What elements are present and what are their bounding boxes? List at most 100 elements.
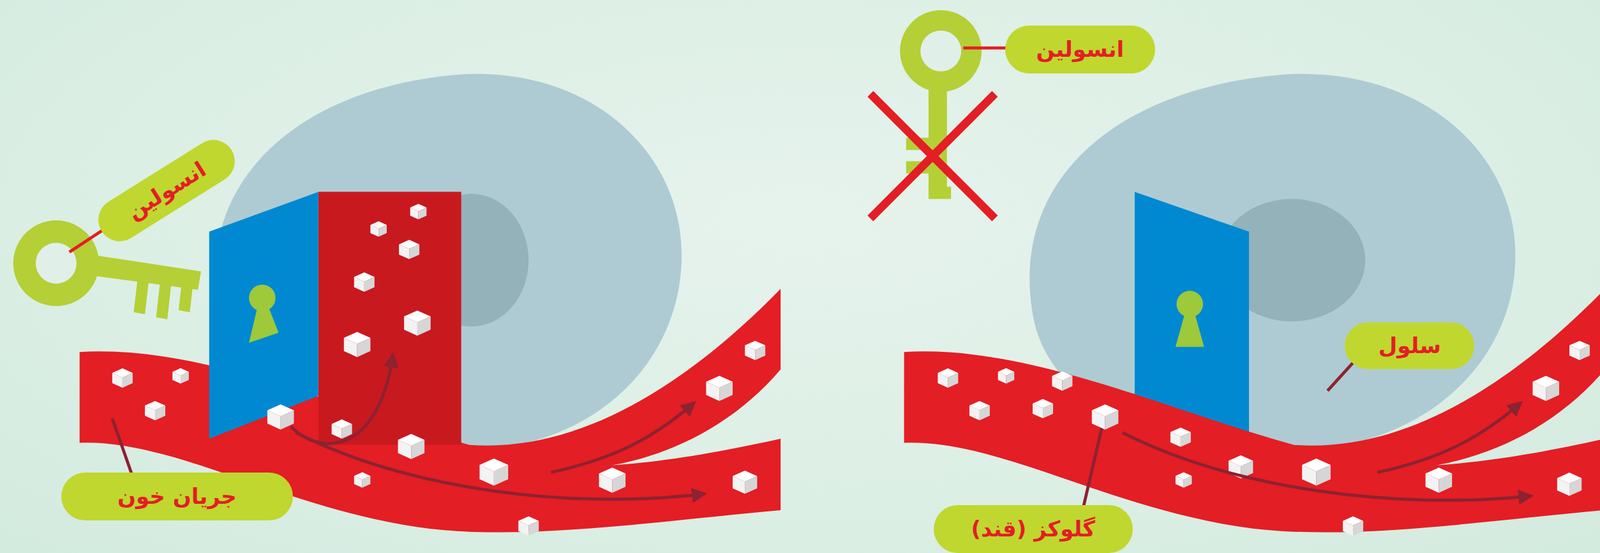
glucose-cube	[1170, 426, 1191, 447]
door-opening	[318, 191, 462, 445]
cube-face	[122, 372, 133, 388]
cube-face	[418, 207, 427, 220]
cross-mark	[870, 93, 995, 219]
glucose-cube	[1051, 371, 1073, 391]
glucose-cube	[1557, 472, 1582, 496]
glucose-cube	[1342, 515, 1364, 535]
cube-face	[362, 475, 371, 488]
glucose-cube	[1532, 375, 1560, 401]
flow-arrow	[1377, 402, 1521, 473]
cube-face	[343, 337, 358, 357]
cube-face	[1579, 345, 1590, 360]
cube-face	[354, 276, 365, 292]
cube-face	[1051, 375, 1062, 391]
glucose-cube	[998, 367, 1015, 383]
callout-text: گلوکز (قند)	[971, 516, 1096, 541]
cube-face	[172, 371, 181, 384]
cube-face	[979, 405, 990, 420]
cube-face	[1545, 381, 1560, 401]
cube-face	[357, 337, 371, 357]
callout-text: سلول	[1378, 333, 1442, 358]
key-tooth	[133, 277, 149, 315]
cube-face	[755, 345, 766, 360]
cube-face	[1042, 403, 1054, 419]
glucose-cube	[744, 340, 766, 360]
cube-face	[947, 372, 958, 388]
cube-face	[1532, 381, 1546, 401]
cube-face	[744, 476, 757, 494]
cube-face	[331, 423, 343, 439]
cube-face	[1032, 403, 1043, 419]
glucose-cube	[1569, 340, 1590, 360]
glucose-cube	[1091, 403, 1119, 429]
cube-face	[1105, 409, 1119, 429]
cube-face	[354, 475, 363, 488]
glucose-cube	[969, 400, 990, 420]
cube-face	[403, 315, 418, 336]
cube-face	[998, 371, 1007, 384]
flow-arrow	[550, 402, 694, 473]
cube-face	[1091, 409, 1106, 429]
insulin-key	[899, 10, 982, 200]
cube-face	[409, 244, 420, 260]
cube-face	[267, 409, 281, 429]
flow-arrow	[296, 432, 705, 499]
keyhole	[248, 303, 279, 343]
cube-face	[1425, 473, 1440, 493]
cube-face	[1316, 464, 1331, 486]
glucose-cubes	[112, 203, 1590, 536]
cube-face	[112, 372, 123, 388]
cube-face	[1557, 478, 1570, 496]
cube-face	[1183, 475, 1193, 488]
blood-stream	[904, 288, 1600, 532]
glucose-cube	[331, 419, 353, 439]
cube-face	[1301, 464, 1316, 486]
cube-face	[417, 315, 431, 336]
cube-face	[479, 464, 494, 486]
callout-pill: جریان خون	[61, 472, 293, 521]
glucose-cube	[599, 467, 627, 493]
key-ring	[13, 220, 99, 306]
glucose-cube	[410, 203, 427, 219]
glucose-cube	[403, 310, 431, 336]
cube-face	[744, 345, 756, 360]
cube-face	[155, 405, 166, 420]
glucose-cube	[518, 515, 539, 535]
open-door	[209, 191, 319, 439]
cube-face	[411, 439, 425, 459]
glucose-cube	[937, 368, 958, 388]
glucose-cube	[398, 239, 420, 259]
cube-face	[144, 405, 156, 420]
glucose-cube	[112, 368, 133, 388]
flow-arrow	[291, 354, 394, 443]
glucose-cube	[1175, 471, 1193, 487]
glucose-cube	[354, 471, 371, 487]
cube-face	[612, 473, 626, 493]
cube-face	[719, 381, 733, 401]
cube-face	[378, 224, 387, 237]
callout-pill: گلوکز (قند)	[933, 504, 1133, 553]
cube-face	[1170, 432, 1181, 447]
cube-face	[1005, 371, 1015, 384]
glucose-cube	[267, 403, 295, 429]
cube-face	[937, 372, 948, 388]
callout-pill: انسولین	[1005, 25, 1156, 74]
cube-face	[528, 520, 539, 536]
key-tooth	[928, 186, 951, 199]
cube-face	[1061, 375, 1073, 391]
cube-face	[1569, 478, 1582, 496]
cube-face	[1175, 475, 1184, 488]
glucose-cube	[479, 458, 509, 486]
cube-face	[180, 371, 189, 384]
callout-text: انسولین	[1036, 37, 1125, 62]
cube-face	[410, 207, 419, 220]
flow-arrow	[1122, 432, 1532, 500]
leader-line	[963, 46, 1011, 50]
cube-face	[493, 464, 509, 486]
glucose-cube	[354, 272, 375, 292]
glucose-cube	[370, 220, 387, 237]
callout-text: انسولین	[122, 157, 210, 225]
cube-face	[705, 381, 720, 401]
